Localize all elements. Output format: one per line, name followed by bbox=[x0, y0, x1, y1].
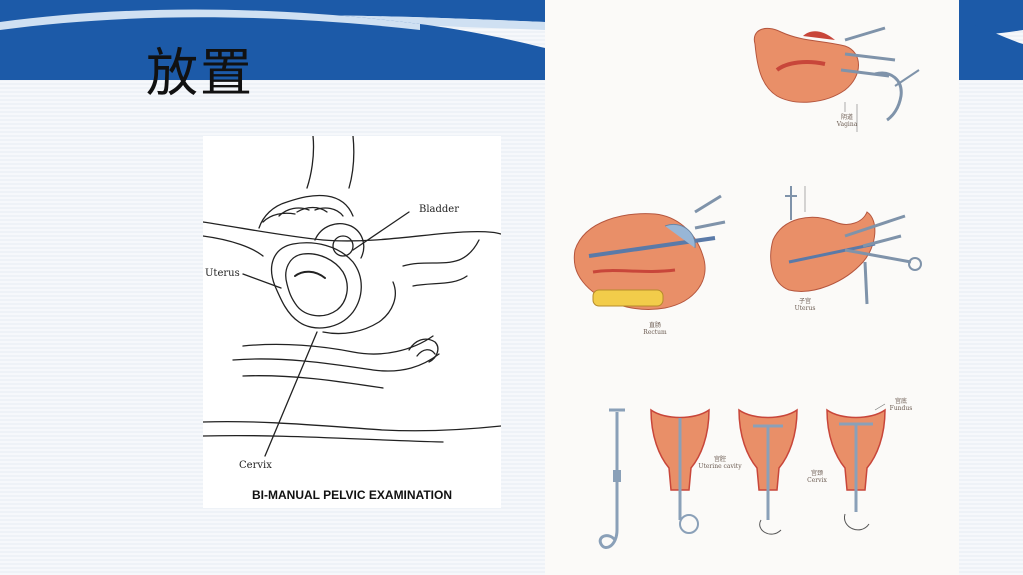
slide-title: 放置 bbox=[146, 44, 255, 104]
bimanual-exam-illustration: Bladder Uterus Cervix bbox=[203, 136, 501, 471]
bimanual-exam-figure: Bladder Uterus Cervix BI-MANUAL PELVIC E… bbox=[203, 136, 501, 508]
uterine-sound-figure bbox=[598, 408, 625, 549]
label-bladder: Bladder bbox=[419, 204, 459, 215]
iud-insertion-illustration bbox=[573, 26, 922, 549]
rectum-figure bbox=[573, 194, 726, 310]
bottom-wave-band bbox=[0, 9, 1023, 80]
speculum-figure bbox=[753, 26, 920, 132]
uterus-step-3 bbox=[826, 403, 886, 531]
label-uterus: Uterus bbox=[205, 268, 240, 279]
uterus-step-1 bbox=[650, 408, 710, 534]
label-cervix: Cervix bbox=[239, 460, 272, 471]
uterus-step-2 bbox=[738, 408, 798, 535]
uterus-figure bbox=[770, 186, 922, 305]
figure-caption: BI-MANUAL PELVIC EXAMINATION bbox=[252, 488, 452, 502]
